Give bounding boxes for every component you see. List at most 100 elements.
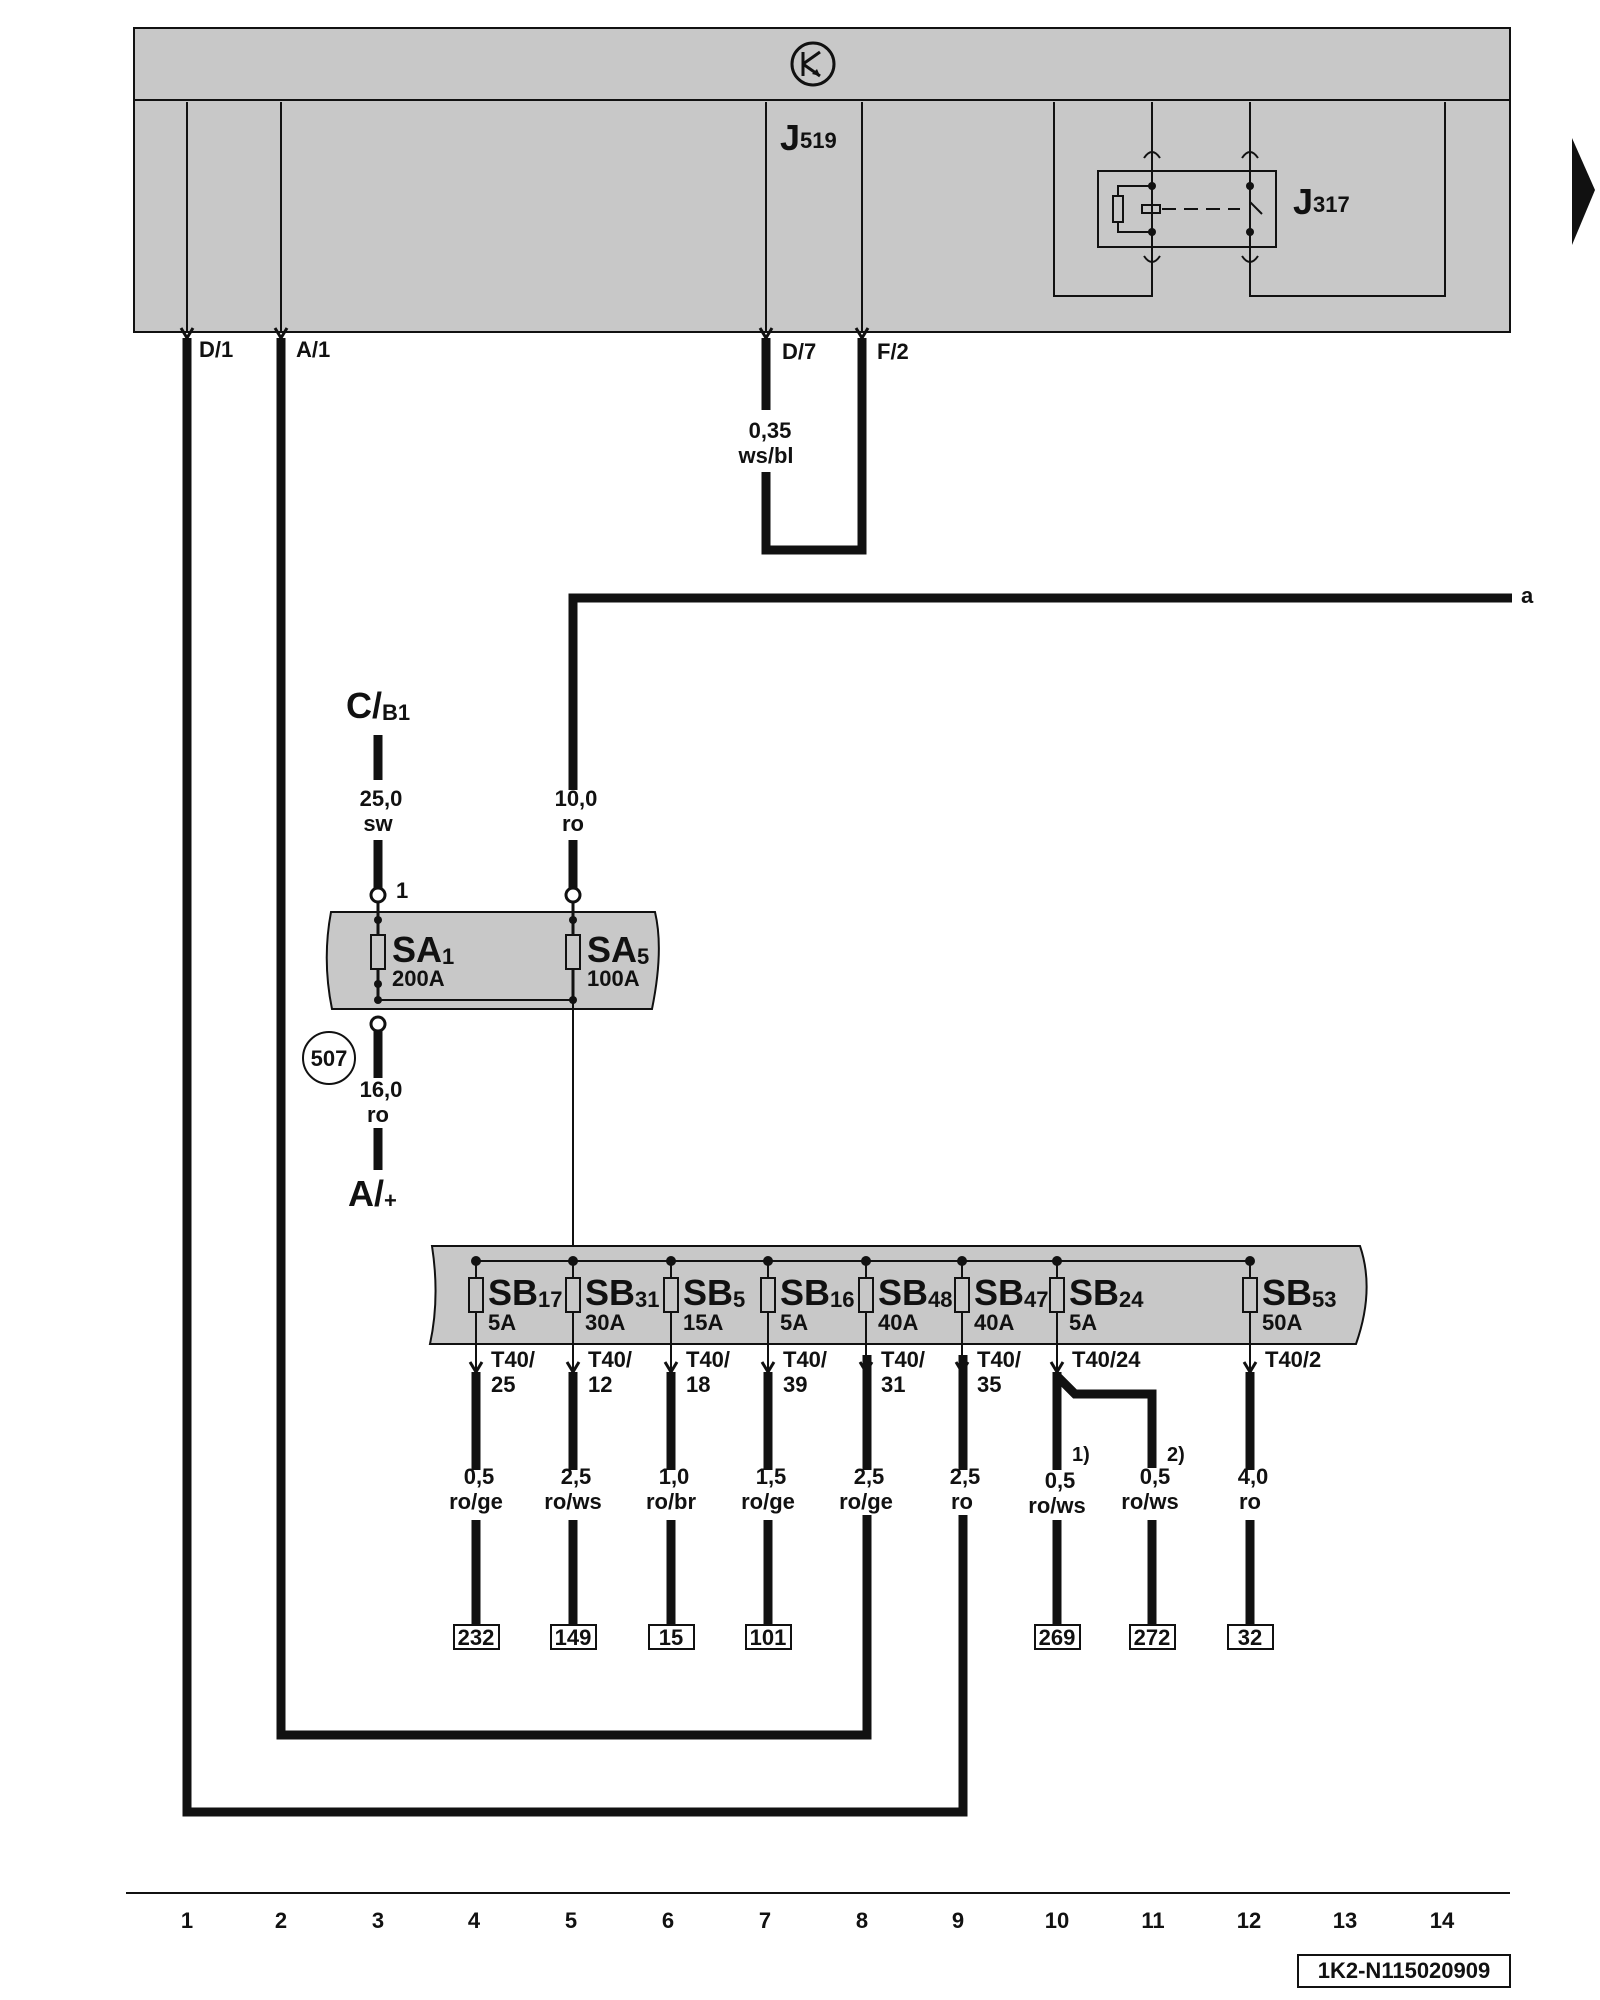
sb24-dest-box [1034, 1624, 1081, 1650]
pin-d7: D/7 [782, 339, 816, 364]
sb31-label: SB31 [585, 1272, 660, 1313]
sa1-rating: 200A [392, 966, 445, 991]
relay-label: J317 [1293, 181, 1350, 222]
dest-272: 272 [1134, 1625, 1171, 1650]
column-number: 7 [759, 1908, 771, 1933]
column-number: 11 [1141, 1908, 1164, 1933]
sb53-sub: 53 [1312, 1287, 1336, 1312]
sb53-dest-box [1227, 1624, 1274, 1650]
sb16-dest: 101 [750, 1625, 787, 1650]
feed-sw-color: sw [363, 811, 393, 836]
sb48-connector: T40/ [881, 1347, 925, 1372]
sb31-sub: 31 [635, 1287, 659, 1312]
column-number: 1 [181, 1908, 193, 1933]
sb48-connector-pin: 31 [881, 1372, 905, 1397]
sb17-dest-box [453, 1624, 500, 1650]
dest-box-272 [1129, 1624, 1176, 1650]
sb5-connector: T40/ [686, 1347, 730, 1372]
supply-bottom-label: A/+ [348, 1173, 397, 1214]
feed-ro-gauge: 10,0 [555, 786, 598, 811]
feed-ro-color: ro [562, 811, 584, 836]
sb47-connector: T40/ [977, 1347, 1021, 1372]
sb31-gauge: 2,5 [561, 1464, 592, 1489]
sa-fuse-symbols [369, 886, 582, 1004]
sb48-color: ro/ge [839, 1489, 893, 1514]
supply-top-label: C/B1 [346, 685, 410, 726]
wire-bottom-color: ro [367, 1102, 389, 1127]
column-number: 10 [1045, 1908, 1069, 1933]
sb47-rating: 40A [974, 1310, 1014, 1335]
sb17-name: SB [488, 1272, 538, 1313]
sb5-name: SB [683, 1272, 733, 1313]
sb53-gauge: 4,0 [1238, 1464, 1269, 1489]
sb31-name: SB [585, 1272, 635, 1313]
column-number: 6 [662, 1908, 674, 1933]
sb16-dest-box [745, 1624, 792, 1650]
sb5-sub: 5 [733, 1287, 745, 1312]
connector-507-icon [302, 1031, 356, 1085]
sb16-gauge: 1,5 [756, 1464, 787, 1489]
wire-d1-return [182, 338, 968, 1817]
sb17-dest: 232 [458, 1625, 495, 1650]
sb24-connector: T40/24 [1072, 1347, 1141, 1372]
sb5-dest: 15 [659, 1625, 683, 1650]
ecu-housing [133, 27, 1511, 333]
ref-a-label: a [1521, 583, 1534, 608]
ecu-transistor-icon [790, 41, 836, 87]
sb48-rating: 40A [878, 1310, 918, 1335]
column-number: 4 [468, 1908, 481, 1933]
wire-d7-gauge: 0,35 [749, 418, 792, 443]
sb24-sub: 24 [1119, 1287, 1144, 1312]
sb16-connector-pin: 39 [783, 1372, 807, 1397]
column-number: 2 [275, 1908, 287, 1933]
branch-gauge: 0,5 [1140, 1464, 1171, 1489]
sb53-color: ro [1239, 1489, 1261, 1514]
sb53-label: SB53 [1262, 1272, 1337, 1313]
wire-sb24-branch-2 [1053, 1372, 1157, 1638]
terminal-1-label: 1 [396, 878, 408, 903]
column-number: 5 [565, 1908, 577, 1933]
pin-a1: A/1 [296, 337, 330, 362]
sb17-color: ro/ge [449, 1489, 503, 1514]
sb53-connector: T40/2 [1265, 1347, 1321, 1372]
sb48-name: SB [878, 1272, 928, 1313]
sa5-rating: 100A [587, 966, 640, 991]
sb24-label: SB24 [1069, 1272, 1144, 1313]
next-page-arrow-icon[interactable] [1572, 138, 1595, 245]
sb31-rating: 30A [585, 1310, 625, 1335]
sb5-label: SB5 [683, 1272, 745, 1313]
sb47-connector-pin: 35 [977, 1372, 1001, 1397]
column-number: 14 [1430, 1908, 1455, 1933]
sb17-connector: T40/ [491, 1347, 535, 1372]
sb47-label: SB47 [974, 1272, 1049, 1313]
column-number: 9 [952, 1908, 964, 1933]
sb5-dest-box [648, 1624, 695, 1650]
sb17-rating: 5A [488, 1310, 516, 1335]
branch-label-1: 1) [1072, 1444, 1090, 1466]
ecu-internal-leads [186, 102, 863, 332]
sb17-label: SB17 [488, 1272, 563, 1313]
sb31-connector-pin: 12 [588, 1372, 612, 1397]
sb16-color: ro/ge [741, 1489, 795, 1514]
doc-id-box [1297, 1954, 1511, 1988]
wire-bottom-gauge: 16,0 [360, 1077, 403, 1102]
column-number: 12 [1237, 1908, 1261, 1933]
sb17-sub: 17 [538, 1287, 562, 1312]
sb48-label: SB48 [878, 1272, 953, 1313]
sa1-label: SA1 [392, 929, 454, 970]
doc-id: 1K2-N115020909 [1318, 1958, 1490, 1983]
sb24-name: SB [1069, 1272, 1119, 1313]
sb17-gauge: 0,5 [464, 1464, 495, 1489]
sb53-dest: 32 [1238, 1625, 1262, 1650]
branch-label-2: 2) [1167, 1444, 1185, 1466]
sb16-rating: 5A [780, 1310, 808, 1335]
pin-d1: D/1 [199, 337, 233, 362]
sb-fuse-group: SB175AT40/252320,5ro/geSB3130AT40/121492… [449, 1256, 1337, 1650]
column-number: 3 [372, 1908, 384, 1933]
sb5-rating: 15A [683, 1310, 723, 1335]
